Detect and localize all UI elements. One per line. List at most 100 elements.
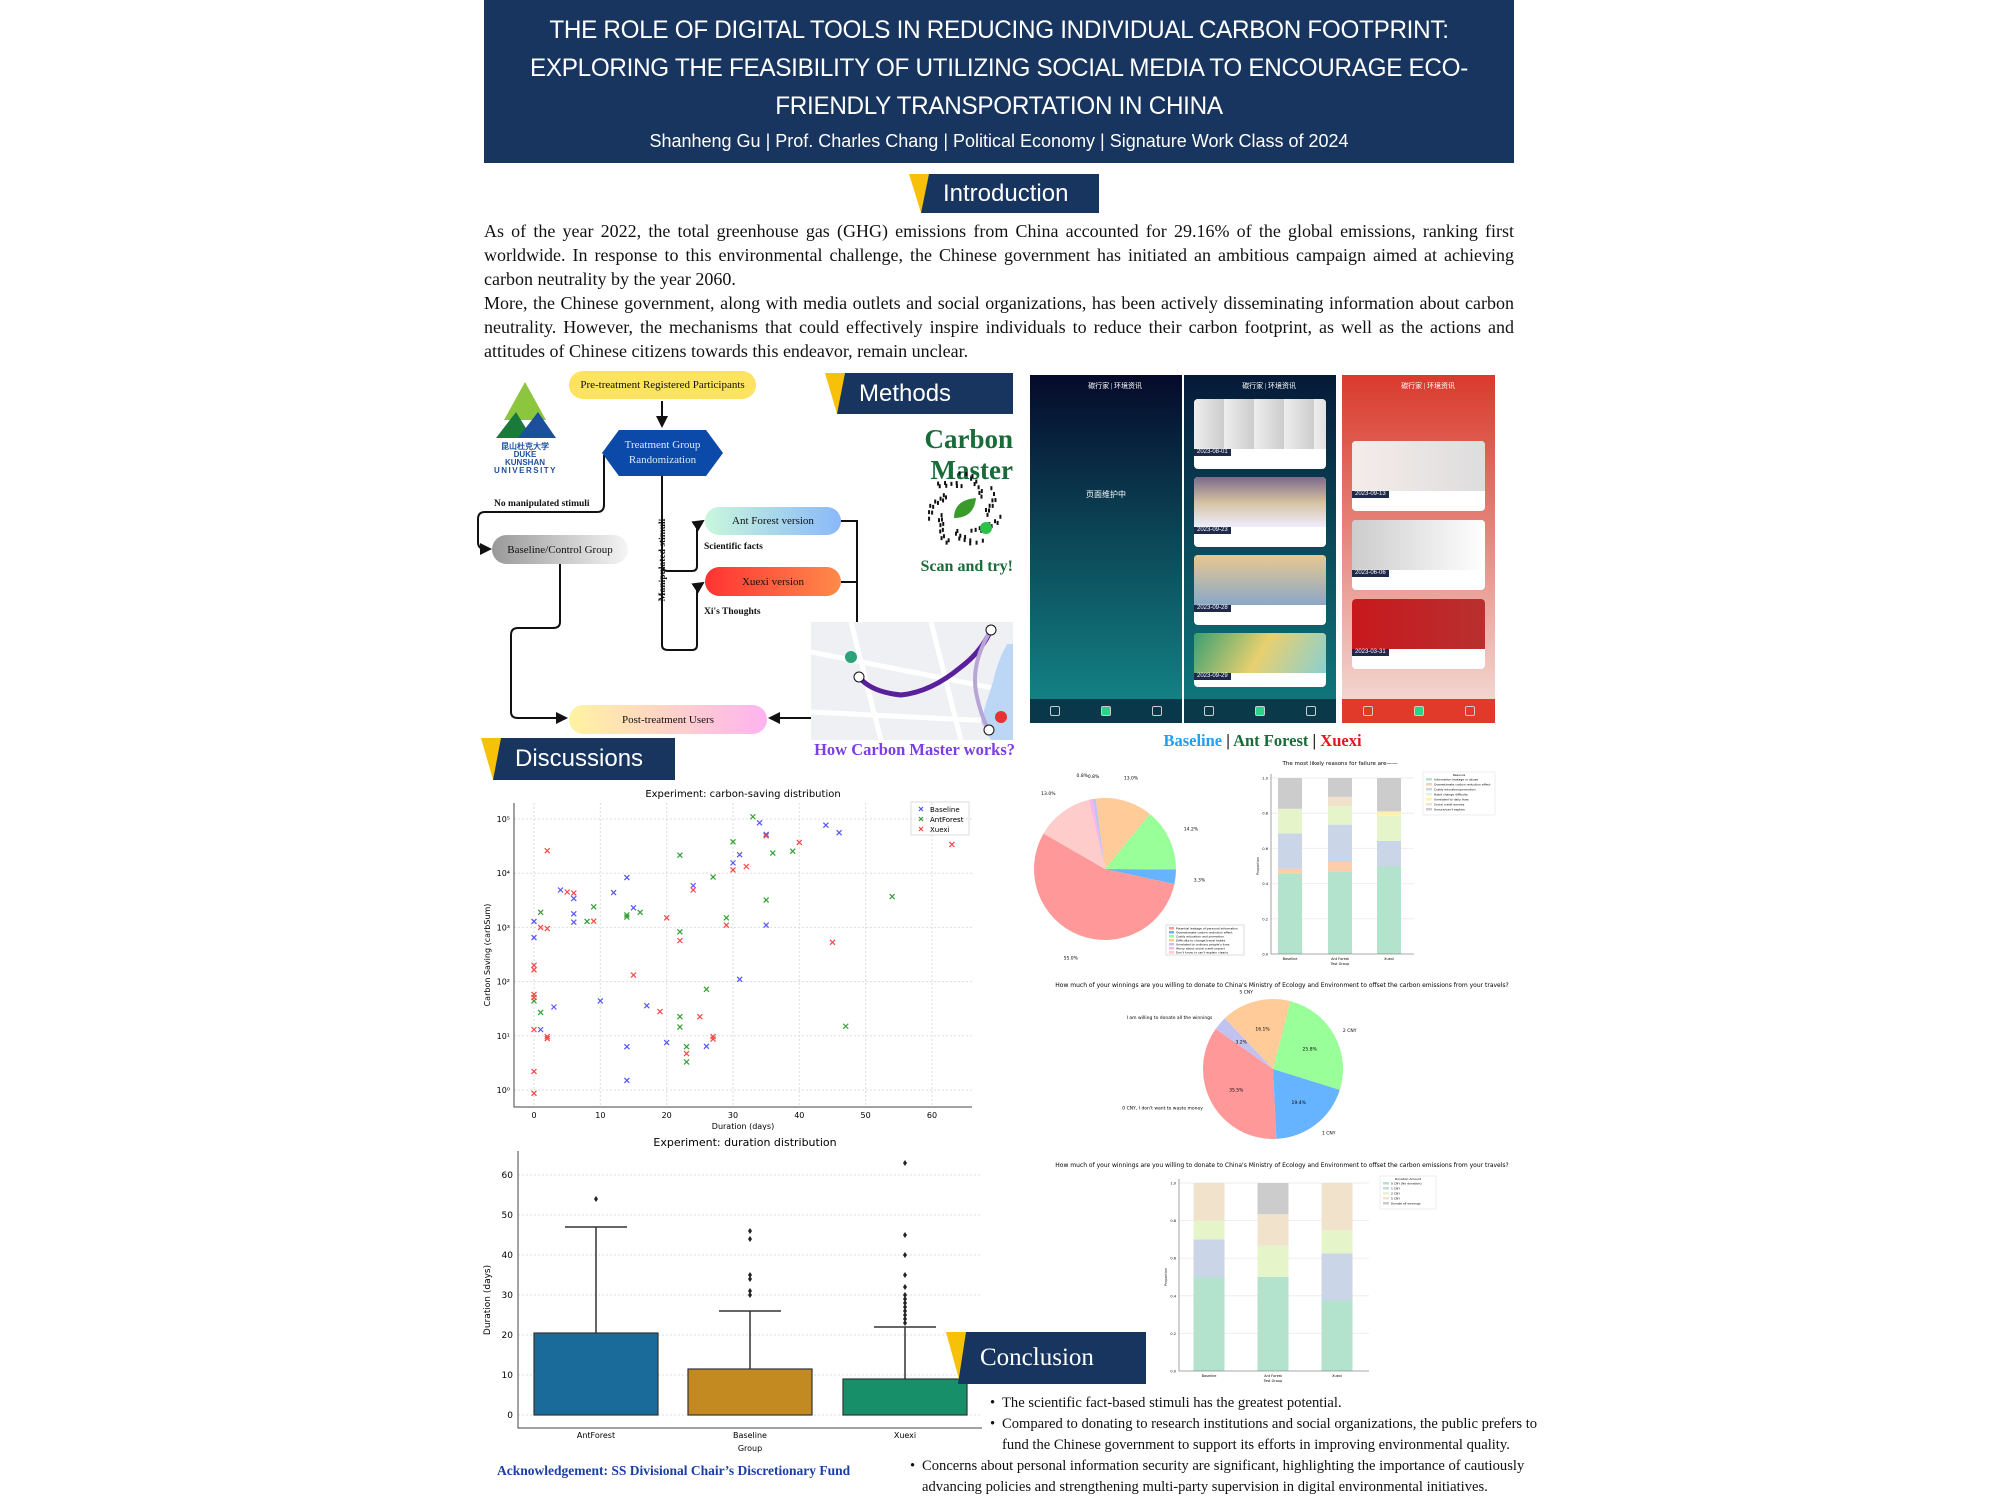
flow-baseline-group: Baseline/Control Group xyxy=(492,535,628,564)
conclusion-text: Compared to donating to research institu… xyxy=(1002,1416,1538,1453)
x-stroke xyxy=(590,918,597,925)
x-stroke xyxy=(677,852,683,859)
x-stroke xyxy=(789,848,796,855)
scatter-point-antforest xyxy=(537,1009,544,1016)
scatter-point-antforest xyxy=(537,909,544,916)
bar-segment xyxy=(1377,866,1401,954)
y-tick-label: 10² xyxy=(497,978,510,987)
x-stroke xyxy=(749,813,756,820)
scatter-point-antforest xyxy=(710,874,717,880)
x-stroke xyxy=(531,934,537,941)
x-stroke xyxy=(544,925,551,932)
scatter-point-xuexi xyxy=(683,1050,690,1057)
x-tick-label: Ant Forest xyxy=(1331,957,1349,961)
axes xyxy=(513,803,972,1108)
scatter-point-antforest xyxy=(584,918,590,925)
box-xuexi xyxy=(842,1378,968,1416)
legend-swatch xyxy=(1169,947,1174,950)
x-stroke xyxy=(730,838,736,845)
caption-baseline: Baseline xyxy=(1163,731,1223,750)
scatter-point-xuexi xyxy=(531,962,537,969)
x-stroke xyxy=(557,887,564,893)
bar-segment xyxy=(1328,824,1352,862)
y-axis-label: Duration (days) xyxy=(483,1265,493,1335)
scatter-point-baseline xyxy=(597,998,604,1004)
x-stroke xyxy=(531,962,537,969)
x-stroke xyxy=(889,893,896,900)
scatter-point-baseline xyxy=(763,922,770,929)
failure-reasons-stacked-bar: The most likely reasons for failure are—… xyxy=(1256,761,1496,966)
scan-prompt: Scan and try! xyxy=(920,558,1013,575)
scatter-point-xuexi xyxy=(710,1036,717,1043)
scatter-point-baseline xyxy=(623,1043,630,1050)
route-map-image xyxy=(811,622,1013,740)
x-stroke xyxy=(677,928,683,935)
caption-separator: | xyxy=(1308,731,1321,750)
introduction-text: As of the year 2022, the total greenhous… xyxy=(484,219,1514,363)
slice-value-label: 0.8% xyxy=(1077,773,1089,779)
label-manipulated-stimuli: Manipulated stimuli xyxy=(658,518,668,602)
legend-label: Potential leakage of personal informatio… xyxy=(1176,927,1238,931)
legend-label: 5 CNY xyxy=(1391,1197,1400,1201)
scatter-point-xuexi xyxy=(796,839,803,846)
news-date: 2023-09-28 xyxy=(1194,605,1231,613)
x-stroke xyxy=(948,841,955,848)
scatter-point-antforest xyxy=(789,848,796,855)
qr-code-icon[interactable] xyxy=(924,468,1004,552)
phone-caption: Baseline | Ant Forest | Xuexi xyxy=(1030,731,1495,751)
y-tick-label: 0.8 xyxy=(1262,812,1268,816)
scatter-point-antforest xyxy=(763,897,770,903)
bar-segment xyxy=(1257,1277,1289,1371)
outlier-point xyxy=(903,1304,907,1310)
scatter-point-antforest xyxy=(677,928,683,935)
scatter-point-baseline xyxy=(623,1077,630,1084)
axes xyxy=(1270,774,1414,955)
outlier-point xyxy=(903,1292,907,1298)
scatter-point-xuexi xyxy=(763,832,770,839)
section-title: Introduction xyxy=(921,174,1099,213)
caption-xuexi: Xuexi xyxy=(1320,731,1362,750)
caption-separator: | xyxy=(1222,731,1234,750)
news-card: 2023-06-06 xyxy=(1352,520,1485,590)
scatter-point-xuexi xyxy=(730,866,736,873)
outlier-point xyxy=(748,1292,752,1298)
x-stroke xyxy=(763,832,770,839)
slice-category-label: 1 CNY xyxy=(1322,1130,1336,1136)
scatter-point-baseline xyxy=(836,829,843,836)
scatter-point-antforest xyxy=(842,1023,849,1030)
x-stroke xyxy=(597,998,604,1004)
x-stroke xyxy=(531,918,537,925)
x-stroke xyxy=(663,914,670,921)
flow-xuexi: Xuexi version xyxy=(705,567,841,596)
outlier-point xyxy=(903,1300,907,1306)
x-stroke xyxy=(796,839,803,846)
news-card: 2023-03-31 xyxy=(1352,599,1485,669)
scatter-point-xuexi xyxy=(590,918,597,925)
scatter-point-xuexi xyxy=(544,847,551,854)
x-stroke xyxy=(663,1039,670,1046)
poster-header: THE ROLE OF DIGITAL TOOLS IN REDUCING IN… xyxy=(484,0,1514,163)
scatter-point-baseline xyxy=(703,1043,710,1050)
x-tick-label: Baseline xyxy=(733,1431,767,1440)
bar-segment xyxy=(1328,861,1352,872)
bar-segment xyxy=(1193,1220,1225,1240)
news-date: 2023-03-31 xyxy=(1352,649,1389,657)
outlier-point xyxy=(903,1252,907,1258)
axes xyxy=(1178,1179,1369,1372)
legend-marker xyxy=(918,826,924,832)
bar-segment xyxy=(1321,1300,1353,1371)
bar-segment xyxy=(1257,1245,1289,1277)
x-tick-label: Ant Forest xyxy=(1264,1374,1282,1378)
legend-swatch xyxy=(1169,951,1174,954)
legend-label: Don't know or can't explain clearly xyxy=(1176,951,1228,955)
x-stroke xyxy=(630,972,637,978)
x-stroke xyxy=(537,924,544,931)
y-tick-label: 10¹ xyxy=(497,1032,510,1041)
conclusion-text: Concerns about personal information secu… xyxy=(922,1458,1525,1495)
legend-marker xyxy=(918,816,924,822)
legend-label: Xuexi xyxy=(930,826,950,834)
outlier-point xyxy=(903,1320,907,1326)
phone-header: 碳行家 | 环境资讯 xyxy=(1401,382,1455,390)
acknowledgement: Acknowledgement: SS Divisional Chair’s D… xyxy=(497,1463,851,1478)
